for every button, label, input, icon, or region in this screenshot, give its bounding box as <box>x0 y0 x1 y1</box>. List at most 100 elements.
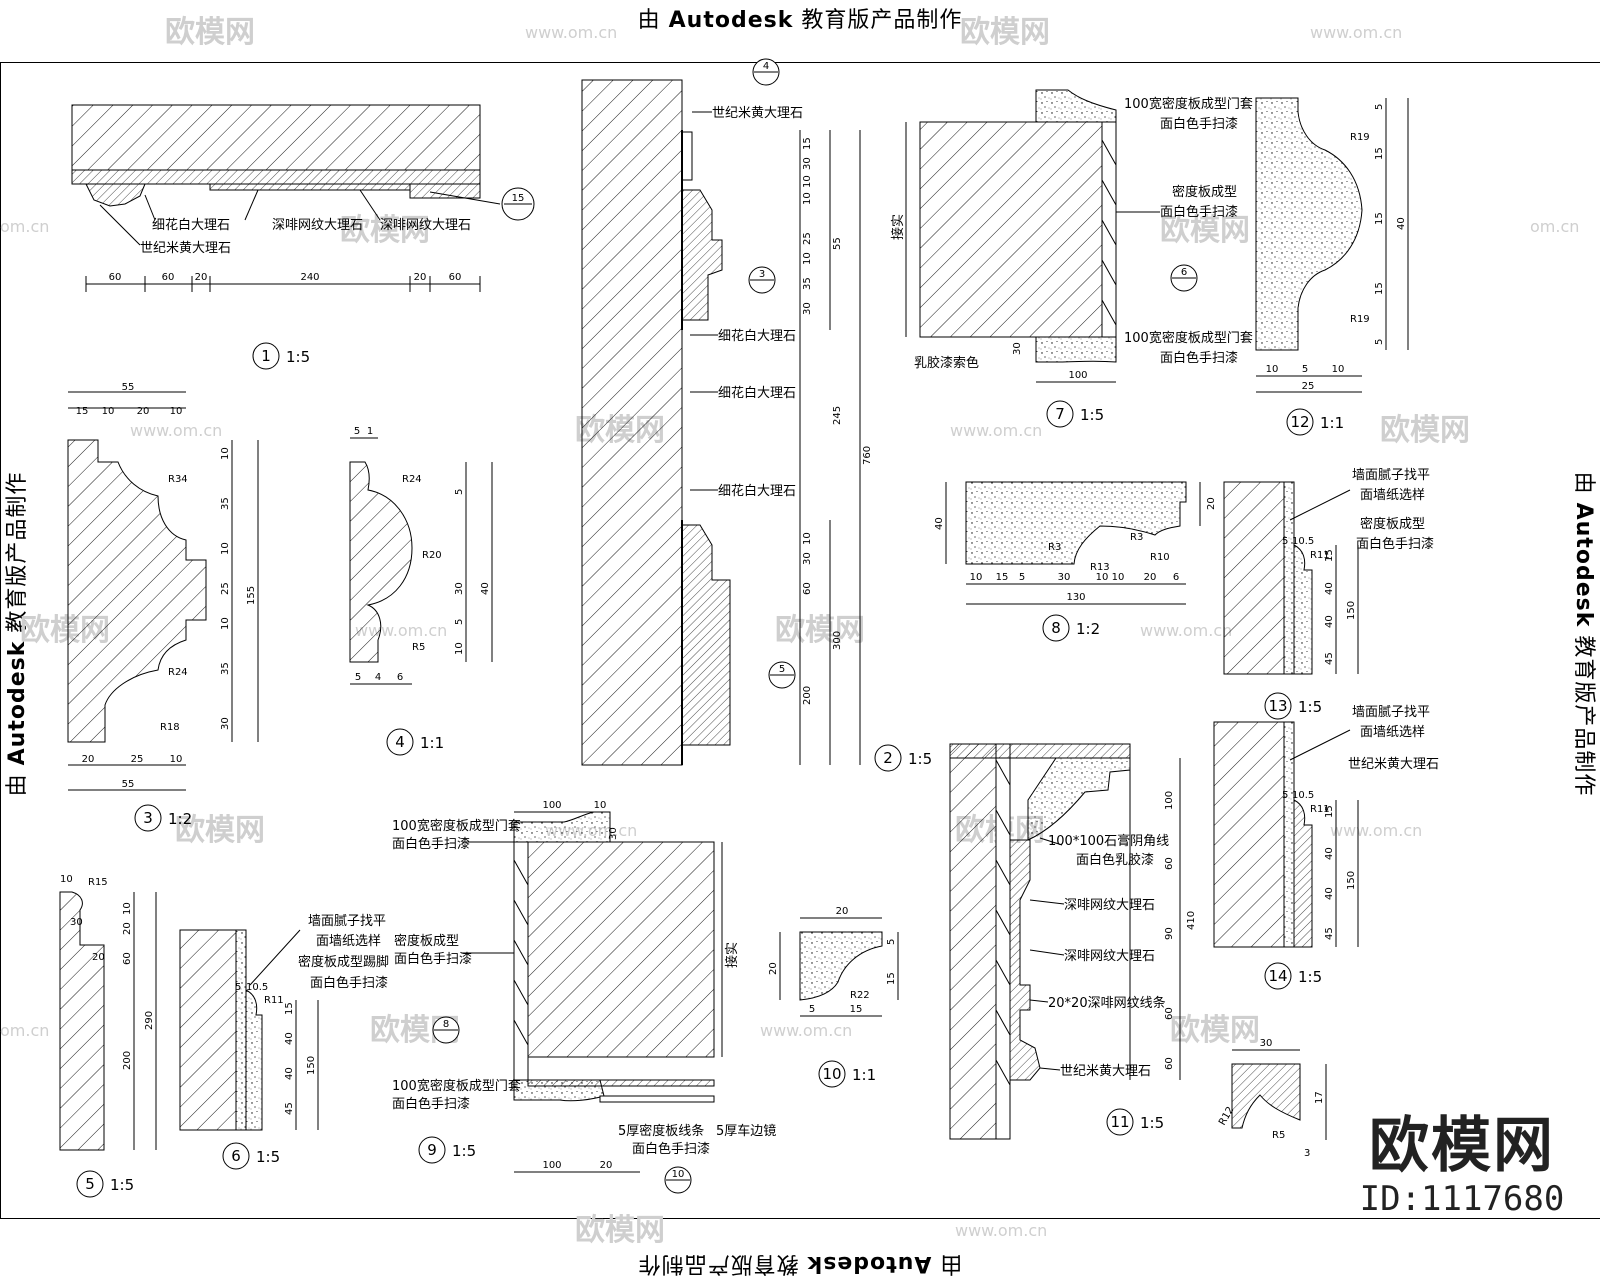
svg-text:细花白大理石: 细花白大理石 <box>718 328 796 344</box>
svg-text:15: 15 <box>76 406 89 417</box>
svg-text:R13: R13 <box>1090 562 1110 573</box>
svg-text:1:1: 1:1 <box>1320 414 1344 432</box>
svg-text:R5: R5 <box>412 642 425 653</box>
detail-3: 55 15 10 20 10 20 25 10 55 10 35 10 25 1… <box>67 382 259 832</box>
svg-text:5: 5 <box>235 982 241 993</box>
svg-text:25: 25 <box>131 754 144 765</box>
detail-4: 5 1 5 4 6 5 30 5 10 40 R24 R20 R5 4 1:1 <box>349 426 493 756</box>
svg-text:10.5: 10.5 <box>1292 536 1314 547</box>
svg-text:R19: R19 <box>1350 132 1370 143</box>
svg-text:R20: R20 <box>422 550 442 561</box>
svg-text:10: 10 <box>170 406 183 417</box>
svg-text:200: 200 <box>802 686 813 705</box>
detail-12: 5 15 15 15 5 40 10 5 10 25 R19 R19 12 1:… <box>1255 97 1409 436</box>
svg-text:R24: R24 <box>402 474 422 485</box>
svg-text:1:5: 1:5 <box>1080 406 1104 424</box>
svg-text:6: 6 <box>1181 267 1187 278</box>
svg-text:55: 55 <box>122 382 135 393</box>
svg-text:40: 40 <box>1324 582 1335 595</box>
svg-text:R15: R15 <box>88 877 108 888</box>
svg-text:欧模网: 欧模网 <box>340 213 430 248</box>
svg-text:3: 3 <box>143 809 153 827</box>
svg-text:30: 30 <box>802 302 813 315</box>
svg-text:10: 10 <box>672 1169 685 1180</box>
svg-text:40: 40 <box>284 1067 295 1080</box>
svg-text:45: 45 <box>1324 652 1335 665</box>
svg-text:1:5: 1:5 <box>1140 1114 1164 1132</box>
svg-text:4: 4 <box>395 733 405 751</box>
svg-text:55: 55 <box>832 237 843 250</box>
svg-text:240: 240 <box>300 272 319 283</box>
svg-text:15: 15 <box>284 1002 295 1015</box>
svg-text:面白色手扫漆: 面白色手扫漆 <box>1160 116 1238 132</box>
svg-text:100*100石膏阴角线: 100*100石膏阴角线 <box>1048 833 1169 849</box>
om-brand-logo: 欧模网 ID:1117680 <box>1344 1113 1580 1219</box>
svg-text:9: 9 <box>427 1141 437 1159</box>
svg-text:100宽密度板成型门套: 100宽密度板成型门套 <box>392 818 521 834</box>
svg-text:25: 25 <box>1302 381 1315 392</box>
svg-text:面白色手扫漆: 面白色手扫漆 <box>310 975 388 991</box>
svg-text:245: 245 <box>832 406 843 425</box>
svg-text:欧模网: 欧模网 <box>175 813 265 848</box>
svg-text:R11: R11 <box>264 995 284 1006</box>
svg-text:15: 15 <box>1324 549 1335 562</box>
svg-text:30: 30 <box>1012 342 1023 355</box>
svg-text:100宽密度板成型门套: 100宽密度板成型门套 <box>392 1078 521 1094</box>
svg-text:60: 60 <box>122 952 133 965</box>
svg-text:4: 4 <box>763 61 769 72</box>
svg-text:10: 10 <box>1266 364 1279 375</box>
svg-text:R22: R22 <box>850 990 870 1001</box>
svg-text:世纪米黄大理石: 世纪米黄大理石 <box>1060 1064 1151 1079</box>
svg-text:13: 13 <box>1268 697 1287 715</box>
svg-text:20: 20 <box>414 272 427 283</box>
svg-text:30: 30 <box>802 157 813 170</box>
svg-text:15: 15 <box>1324 805 1335 818</box>
svg-text:1:5: 1:5 <box>908 750 932 768</box>
svg-text:10: 10 <box>170 754 183 765</box>
svg-text:12: 12 <box>1290 413 1309 431</box>
svg-text:密度板成型: 密度板成型 <box>394 933 459 949</box>
svg-text:20: 20 <box>600 1160 613 1171</box>
svg-text:R11: R11 <box>1310 804 1330 815</box>
svg-text:10: 10 <box>1112 572 1125 583</box>
svg-text:20: 20 <box>137 406 150 417</box>
svg-text:25: 25 <box>802 232 813 245</box>
svg-text:30: 30 <box>70 917 83 928</box>
svg-text:10: 10 <box>220 447 231 460</box>
svg-text:30: 30 <box>454 582 465 595</box>
svg-text:5: 5 <box>1302 364 1308 375</box>
svg-text:3: 3 <box>759 269 765 280</box>
svg-text:www.om.cn: www.om.cn <box>1310 23 1402 42</box>
svg-text:15: 15 <box>1374 147 1385 160</box>
svg-text:世纪米黄大理石: 世纪米黄大理石 <box>712 106 803 121</box>
svg-text:1:5: 1:5 <box>1298 968 1322 986</box>
svg-text:15: 15 <box>1374 282 1385 295</box>
svg-text:60: 60 <box>1164 857 1175 870</box>
svg-text:11: 11 <box>1110 1113 1129 1131</box>
svg-text:www.om.cn: www.om.cn <box>760 1021 852 1040</box>
svg-text:深啡网纹大理石: 深啡网纹大理石 <box>1064 898 1155 913</box>
svg-text:细花白大理石: 细花白大理石 <box>718 385 796 401</box>
svg-text:5: 5 <box>779 664 785 675</box>
svg-text:R19: R19 <box>1350 314 1370 325</box>
svg-text:150: 150 <box>1346 871 1357 890</box>
svg-text:10: 10 <box>802 175 813 188</box>
svg-text:1:2: 1:2 <box>1076 620 1100 638</box>
svg-text:1:1: 1:1 <box>852 1066 876 1084</box>
svg-text:5: 5 <box>1282 790 1288 801</box>
svg-text:面墙纸选样: 面墙纸选样 <box>316 934 381 949</box>
svg-text:欧模网: 欧模网 <box>575 1213 665 1248</box>
svg-text:2: 2 <box>883 749 893 767</box>
svg-text:30: 30 <box>1058 572 1071 583</box>
svg-text:30: 30 <box>1260 1038 1273 1049</box>
svg-text:15: 15 <box>850 1004 863 1015</box>
detail-7: 接实 100宽密度板成型门套 面白色手扫漆 密度板成型 面白色手扫漆 6 100… <box>890 89 1253 428</box>
svg-text:www.om.cn: www.om.cn <box>950 421 1042 440</box>
svg-text:55: 55 <box>122 779 135 790</box>
svg-text:面白色手扫漆: 面白色手扫漆 <box>392 1096 470 1112</box>
svg-text:35: 35 <box>220 662 231 675</box>
svg-text:欧模网: 欧模网 <box>1170 1013 1260 1048</box>
svg-text:14: 14 <box>1268 967 1287 985</box>
svg-text:40: 40 <box>934 517 945 530</box>
svg-text:150: 150 <box>1346 601 1357 620</box>
